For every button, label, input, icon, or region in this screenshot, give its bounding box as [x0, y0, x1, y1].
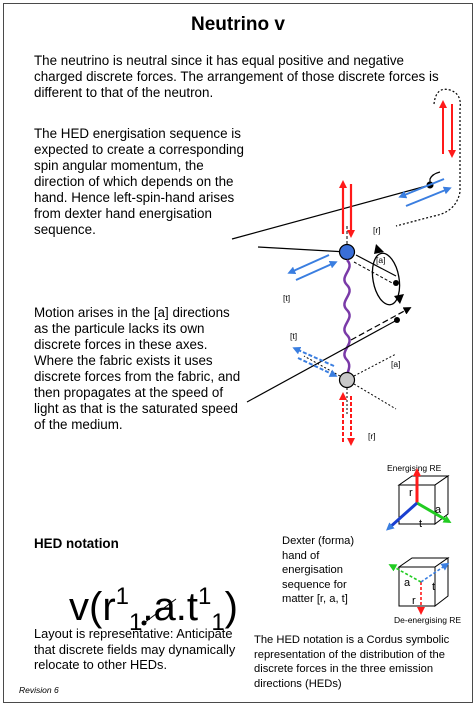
pointer-line-mid [257, 246, 348, 253]
formula-sub-1: 1 [129, 609, 143, 636]
cube-side-face [434, 475, 449, 526]
label-t-bottom: [t] [290, 331, 297, 341]
label-a-top: [a] [376, 255, 385, 265]
hook-blue-arrow-left [398, 178, 445, 199]
a-dashed-arrow [350, 307, 412, 341]
top-node [338, 243, 356, 261]
formula-sub-2: 1 [211, 609, 225, 636]
top-a-dash [353, 261, 395, 285]
label-a-bottom: [a] [391, 359, 400, 369]
top-blue-arrow-right [295, 260, 338, 281]
cube2-label-a: a [404, 577, 411, 589]
cube2-label-r: r [412, 595, 416, 607]
intro-text: The neutrino is neutral since it has equ… [34, 53, 439, 100]
energising-cube: r a t [386, 468, 452, 531]
cube2-a-arrow [388, 564, 422, 583]
de-energising-cube: a t r [388, 557, 450, 615]
hook-dotted-outline [395, 88, 461, 227]
hed-description: The HED notation is a Cordus symbolic re… [254, 634, 450, 690]
cube-label-t: t [419, 518, 422, 530]
hook-blue-arrow-right [405, 186, 452, 207]
slide: Neutrino v The neutrino is neutral since… [3, 3, 473, 703]
bottom-blue-dashed-left [292, 346, 335, 367]
formula-pointer-line [143, 598, 177, 624]
label-r-bottom: [r] [368, 431, 376, 441]
cube2-t-arrow [420, 562, 450, 583]
top-a-line [355, 254, 397, 277]
hed-formula: v(r11.a.t11) [69, 574, 238, 646]
hed-notation-heading: HED notation [34, 536, 119, 551]
bottom-a-dotted-2 [353, 383, 397, 410]
revision-label: Revision 6 [19, 685, 59, 695]
particle-diagram: [r] [a] [t] [t] [a] [r] [246, 180, 412, 446]
bottom-a-dotted-1 [353, 353, 397, 377]
spin-arrowhead-top [374, 244, 384, 254]
cube-label-a: a [435, 504, 442, 516]
hook-element [231, 88, 461, 240]
de-energising-label: De-energising RE [394, 615, 462, 625]
hook-body [429, 171, 441, 185]
cube2-label-t: t [432, 581, 435, 593]
top-blue-arrow-left [287, 254, 330, 275]
formula-sup-2: 1 [197, 583, 212, 610]
pointer-dot-bottom [394, 317, 400, 323]
bottom-blue-dashed-right [297, 357, 338, 377]
pointer-line-top [231, 184, 431, 240]
cube-a-arrow [416, 501, 452, 524]
cube-label-r: r [409, 487, 413, 499]
spin-arrowhead-bottom [394, 294, 404, 304]
layout-note: Layout is representative: Anticipate tha… [34, 626, 236, 672]
label-t-top: [t] [283, 293, 290, 303]
top-a-dot [393, 280, 399, 286]
bottom-t-dotted [303, 355, 341, 377]
energisation-text: The HED energisation sequence is expecte… [34, 126, 244, 237]
page-title: Neutrino v [191, 14, 285, 35]
spin-ellipse [371, 252, 401, 306]
motion-text: Motion arises in the [a] directions as t… [34, 305, 241, 432]
neutrino-diagram: [r] [a] [t] [t] [a] [r] r a t [141, 88, 461, 626]
cube-t-arrow [386, 501, 418, 531]
formula-close: ) [224, 585, 238, 629]
formula-middle: .a.t [142, 585, 198, 629]
formula-symbol: v(r [69, 585, 116, 629]
dexter-text: Dexter (forma) hand of energisation sequ… [282, 535, 355, 605]
bottom-node [338, 371, 356, 389]
label-r-top: [r] [373, 225, 381, 235]
formula-pointer-dot [141, 620, 147, 626]
formula-sup-1: 1 [115, 583, 129, 610]
purple-wavy-line [343, 259, 351, 377]
